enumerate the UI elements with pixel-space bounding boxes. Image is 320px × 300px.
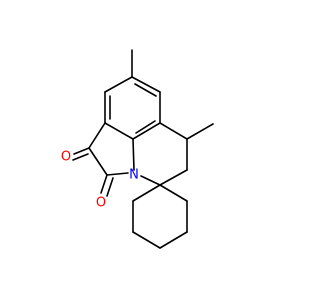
- bond-cyclohexane-6: [132, 184, 161, 202]
- bond-ring-inner-1: [134, 83, 157, 97]
- bond-carbonyl1-carbonyl2: [88, 147, 108, 176]
- bond-cyclohexane-4: [132, 231, 161, 249]
- bond-ring-c4-c3: [104, 122, 134, 140]
- bond-chmethyl-methyl: [186, 123, 214, 140]
- molecule-structure-diagram: O O N: [61, 49, 214, 249]
- bond-ring-inner-3: [135, 120, 156, 134]
- bond-ring-c1-c6: [131, 76, 161, 93]
- bond-c3-carbonyl1: [88, 122, 106, 149]
- atom-label-oxygen-1: O: [61, 150, 71, 165]
- bond-n-c4: [132, 138, 135, 171]
- bond-ring-c5-c4: [132, 122, 161, 140]
- atom-label-nitrogen: N: [129, 168, 139, 183]
- bond-ch2-spiro: [159, 169, 188, 186]
- bond-cyclohexane-1: [159, 184, 188, 202]
- bond-carbonyl2-o2-b: [106, 177, 114, 197]
- bond-carbonyl1-o1-a: [73, 147, 90, 155]
- bond-carbonyl1-o1-b: [72, 153, 89, 161]
- bond-ring-c1-c2: [104, 76, 133, 93]
- bond-spiro-n: [140, 175, 161, 186]
- bond-carbonyl2-n: [106, 172, 129, 176]
- bond-cyclohexane-3: [159, 231, 188, 249]
- atom-label-oxygen-2: O: [96, 196, 106, 211]
- bond-c5-chmethyl: [159, 122, 188, 140]
- bond-carbonyl2-o2-a: [100, 174, 108, 194]
